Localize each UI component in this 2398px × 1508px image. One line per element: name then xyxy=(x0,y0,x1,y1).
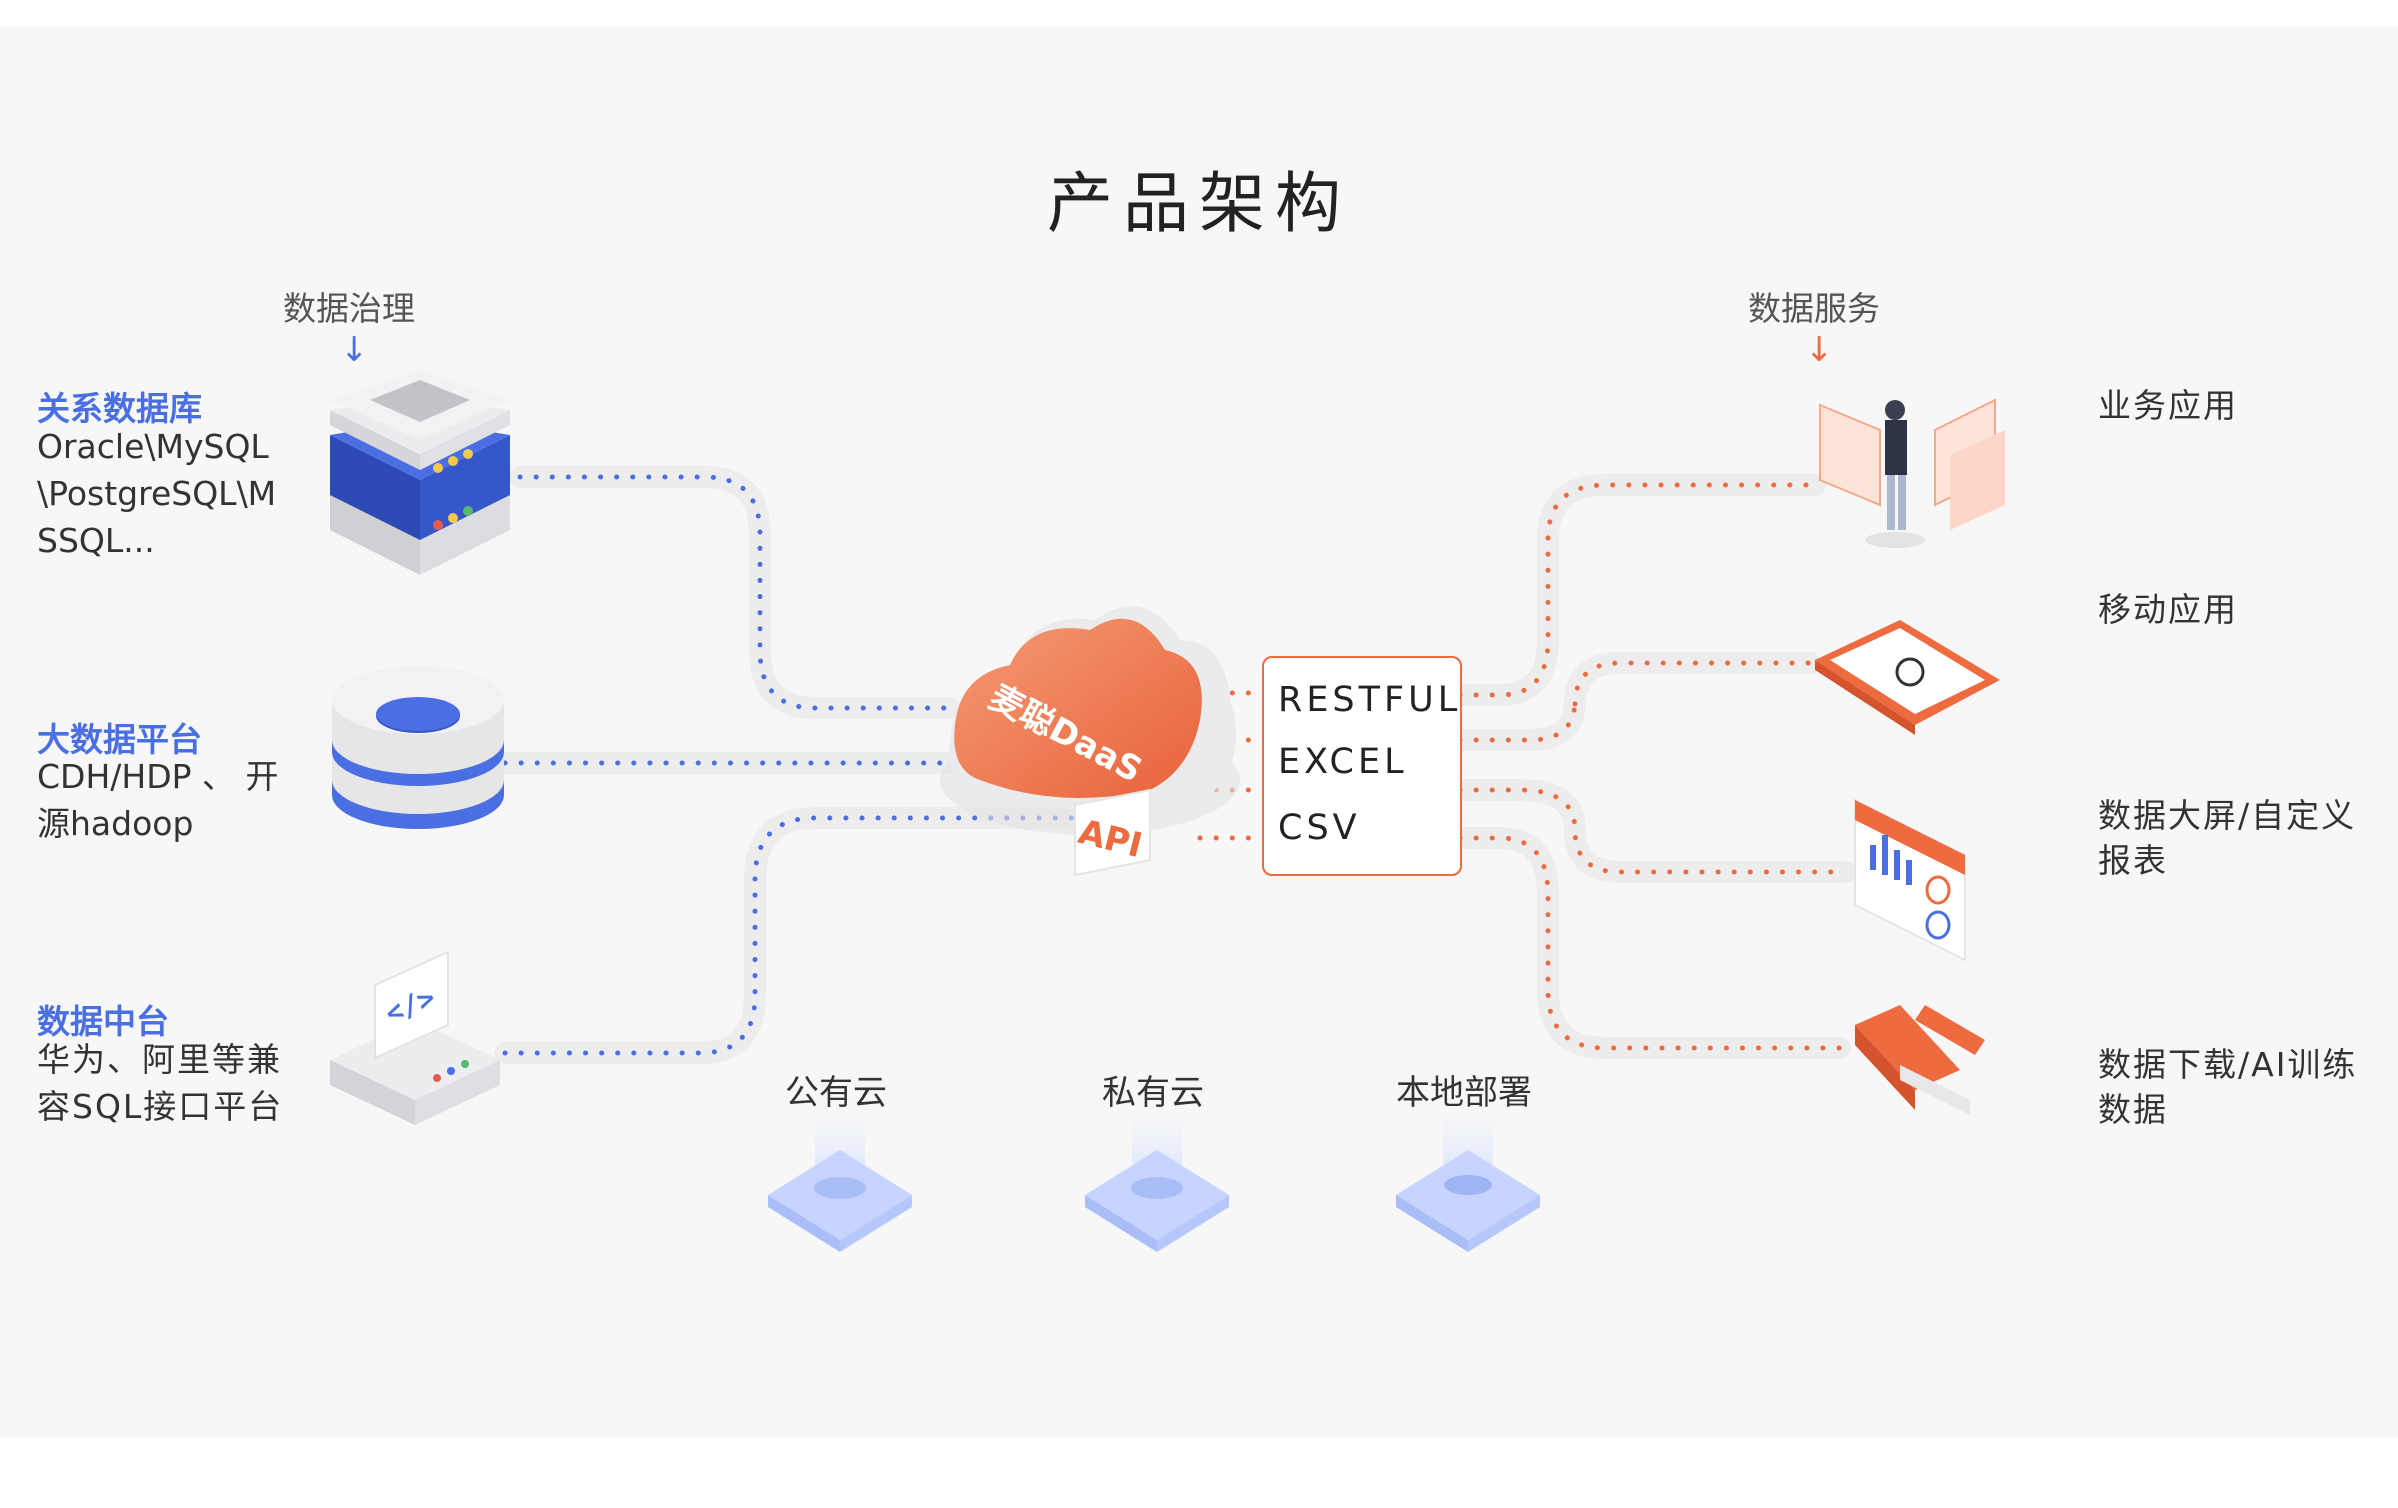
section-label-services: 数据服务 xyxy=(1748,289,1880,328)
connector-dashboard xyxy=(1457,787,1848,875)
source-heading-dataplatform: 数据中台 xyxy=(37,1002,169,1041)
cloud-platform-icon xyxy=(1085,1115,1229,1252)
tablet-icon xyxy=(1815,620,2000,735)
dashboard-icon xyxy=(1854,798,1966,962)
format-csv: CSV xyxy=(1278,808,1361,848)
down-arrow-icon: ↓ xyxy=(340,330,369,370)
section-label-governance: 数据治理 xyxy=(283,289,415,328)
code-server-icon: </> xyxy=(330,950,500,1125)
cloud-platform-icon xyxy=(1396,1115,1540,1252)
source-detail-relational: Oracle\MySQL\PostgreSQL\MSSQL... xyxy=(37,427,277,560)
format-excel: EXCEL xyxy=(1278,742,1408,782)
connector-business-app xyxy=(1457,482,1818,698)
source-heading-bigdata: 大数据平台 xyxy=(37,720,202,759)
cloud-platform-icon xyxy=(768,1115,912,1252)
presenter-icon xyxy=(1819,398,2005,548)
service-business-app: 业务应用 xyxy=(2098,386,2238,425)
format-restful: RESTFUL xyxy=(1278,680,1462,720)
deploy-private-cloud: 私有云 xyxy=(1102,1073,1204,1113)
connector-relational-db xyxy=(517,474,953,711)
source-detail-dataplatform: 华为、阿里等兼容SQL接口平台 xyxy=(37,1040,284,1126)
output-formats-box: RESTFUL EXCEL CSV xyxy=(1262,656,1462,876)
server-stack-icon xyxy=(330,370,510,575)
connector-mobile-app xyxy=(1457,660,1813,743)
cloud-icon: 麦聪DaaS API xyxy=(940,606,1240,877)
service-mobile-app: 移动应用 xyxy=(2098,590,2238,629)
down-arrow-icon: ↓ xyxy=(1805,330,1834,370)
database-icon xyxy=(332,666,504,829)
connector-ai-data xyxy=(1457,835,1843,1051)
deploy-on-premise: 本地部署 xyxy=(1396,1073,1532,1113)
deploy-public-cloud: 公有云 xyxy=(785,1073,887,1113)
ai-letters-icon xyxy=(1855,1005,1985,1115)
service-dashboard: 数据大屏/自定义报表 xyxy=(2098,796,2357,880)
connector-data-platform xyxy=(502,815,1083,1056)
source-heading-relational: 关系数据库 xyxy=(37,389,202,428)
page-title: 产品架构 xyxy=(1047,165,1351,242)
service-ai-data: 数据下载/AI训练数据 xyxy=(2098,1045,2358,1129)
source-detail-bigdata: CDH/HDP 、 开源hadoop xyxy=(37,757,279,843)
